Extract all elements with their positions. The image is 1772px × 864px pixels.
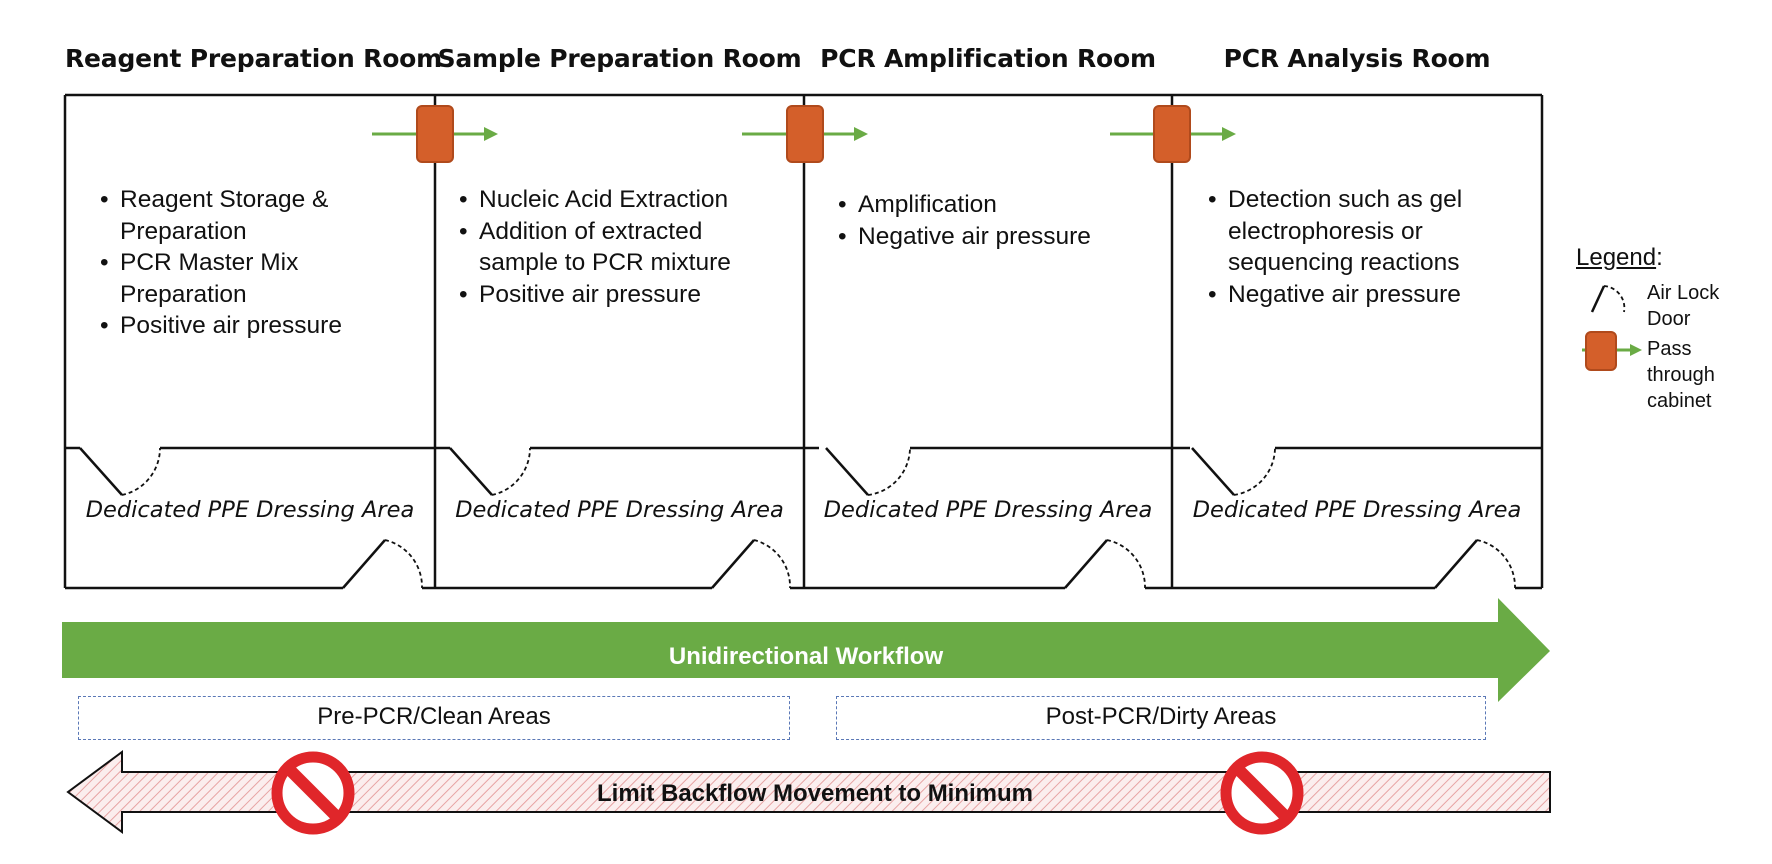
unidirectional-workflow-arrow — [62, 598, 1550, 702]
list-item: Nucleic Acid Extraction — [459, 184, 759, 216]
post-pcr-zone-label: Post-PCR/Dirty Areas — [836, 696, 1486, 740]
air-lock-door-icon — [825, 447, 911, 496]
air-lock-door-icon — [711, 539, 791, 589]
list-item: Positive air pressure — [459, 279, 759, 311]
pre-pcr-zone-label: Pre-PCR/Clean Areas — [78, 696, 790, 740]
list-item: Reagent Storage & Preparation — [100, 184, 390, 247]
airlock-doors-interior — [79, 447, 1276, 496]
room-title-analysis: PCR Analysis Room — [1223, 44, 1491, 73]
air-lock-door-icon — [342, 539, 423, 589]
legend-title-colon: : — [1656, 244, 1663, 271]
room-title-reagent: Reagent Preparation Room — [65, 44, 442, 73]
room-activities-sample: Nucleic Acid Extraction Addition of extr… — [459, 184, 759, 310]
list-item: Negative air pressure — [1208, 279, 1508, 311]
prohibited-icon — [1220, 751, 1304, 835]
backflow-arrow — [66, 750, 1551, 834]
air-lock-door-icon — [1191, 447, 1276, 496]
list-item: PCR Master Mix Preparation — [100, 247, 390, 310]
workflow-label: Unidirectional Workflow — [668, 643, 944, 670]
air-lock-door-icon — [79, 447, 161, 496]
room-title-sample: Sample Preparation Room — [437, 44, 802, 73]
legend-title: Legend: — [1576, 244, 1663, 272]
air-lock-door-icon — [1434, 539, 1516, 589]
room-activities-reagent: Reagent Storage & Preparation PCR Master… — [100, 184, 390, 342]
room-dividers — [433, 95, 1174, 588]
room-activities-amplification: Amplification Negative air pressure — [838, 189, 1138, 252]
air-lock-door-icon — [449, 447, 531, 496]
list-item: Amplification — [838, 189, 1138, 221]
ppe-area-label: Dedicated PPE Dressing Area — [1192, 497, 1522, 523]
ppe-area-label: Dedicated PPE Dressing Area — [823, 497, 1153, 523]
backflow-label: Limit Backflow Movement to Minimum — [596, 780, 1034, 807]
room-activities-analysis: Detection such as gel electrophoresis or… — [1208, 184, 1508, 310]
legend-airlock-label: Air Lock Door — [1647, 282, 1720, 330]
list-item: Detection such as gel electrophoresis or… — [1208, 184, 1508, 279]
pass-through-cabinet-icon — [786, 105, 824, 163]
list-item: Positive air pressure — [100, 310, 390, 342]
airlock-doors-exterior — [342, 539, 1516, 589]
ppe-area-label: Dedicated PPE Dressing Area — [455, 497, 784, 523]
legend-pass-through-cabinet-icon — [1585, 331, 1617, 371]
legend-title-text: Legend — [1576, 244, 1657, 271]
air-lock-door-icon — [1064, 539, 1146, 589]
legend-cabinet-label: Pass through cabinet — [1647, 338, 1715, 412]
legend-air-lock-door-icon — [1590, 285, 1626, 313]
list-item: Negative air pressure — [838, 221, 1138, 253]
pass-through-cabinet-icon — [416, 105, 454, 163]
pass-through-cabinet-icon — [1153, 105, 1191, 163]
prohibited-icon — [271, 751, 355, 835]
room-title-amplification: PCR Amplification Room — [820, 44, 1156, 73]
list-item: Addition of extracted sample to PCR mixt… — [459, 216, 759, 279]
ppe-area-label: Dedicated PPE Dressing Area — [85, 497, 415, 523]
